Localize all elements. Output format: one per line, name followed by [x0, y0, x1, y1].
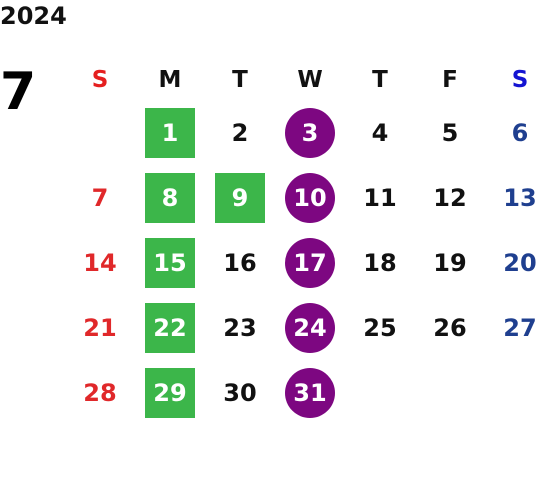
day-number-circle-highlight: 31	[285, 367, 335, 418]
month-number: 7	[0, 62, 37, 122]
day-cell[interactable]: 27	[485, 295, 548, 360]
day-cell[interactable]: 21	[65, 295, 135, 360]
day-cell[interactable]: 12	[415, 165, 485, 230]
day-cell[interactable]: 13	[485, 165, 548, 230]
weekday-header-sunday: S	[91, 67, 109, 93]
day-number-square-highlight: 29	[145, 367, 195, 418]
day-number: 28	[83, 378, 117, 407]
day-cell[interactable]: 6	[485, 100, 548, 165]
day-number-square-highlight: 22	[145, 302, 195, 353]
weekday-header-tuesday: T	[232, 67, 248, 93]
day-cell[interactable]: 26	[415, 295, 485, 360]
day-number: 6	[511, 118, 529, 147]
day-cell[interactable]: 28	[65, 360, 135, 425]
year-label: 2024	[0, 2, 67, 30]
day-cell[interactable]: 2	[205, 100, 275, 165]
day-number: 13	[503, 183, 537, 212]
weekday-header-monday: M	[158, 67, 182, 93]
day-number-circle-highlight: 17	[285, 237, 335, 288]
day-cell[interactable]: 18	[345, 230, 415, 295]
weekday-header-saturday: S	[511, 67, 529, 93]
day-cell[interactable]: 16	[205, 230, 275, 295]
day-number-square-highlight: 15	[145, 237, 195, 288]
weekday-header-thursday: T	[372, 67, 388, 93]
day-cell[interactable]: 1	[135, 100, 205, 165]
day-number-square-highlight: 1	[145, 107, 195, 158]
weekday-header-friday: F	[442, 67, 458, 93]
day-number	[425, 368, 475, 418]
day-number: 25	[363, 313, 397, 342]
day-number	[355, 368, 405, 418]
day-number: 20	[503, 248, 537, 277]
day-number: 11	[363, 183, 397, 212]
empty-day-cell	[65, 100, 135, 165]
day-number: 26	[433, 313, 467, 342]
day-number-circle-highlight: 24	[285, 302, 335, 353]
day-cell[interactable]: 30	[205, 360, 275, 425]
day-cell[interactable]: 11	[345, 165, 415, 230]
day-number: 18	[363, 248, 397, 277]
day-number: 23	[223, 313, 257, 342]
day-number-square-highlight: 8	[145, 172, 195, 223]
weekday-header-wednesday: W	[297, 67, 323, 93]
day-cell[interactable]: 4	[345, 100, 415, 165]
day-cell[interactable]: 3	[275, 100, 345, 165]
day-cell[interactable]: 14	[65, 230, 135, 295]
empty-day-cell	[485, 360, 548, 425]
day-number: 12	[433, 183, 467, 212]
day-cell[interactable]: 9	[205, 165, 275, 230]
day-cell[interactable]: 19	[415, 230, 485, 295]
day-number: 19	[433, 248, 467, 277]
day-number: 4	[371, 118, 389, 147]
day-number: 14	[83, 248, 117, 277]
day-number: 2	[231, 118, 249, 147]
day-cell[interactable]: 25	[345, 295, 415, 360]
day-cell[interactable]: 5	[415, 100, 485, 165]
day-number: 30	[223, 378, 257, 407]
day-cell[interactable]: 8	[135, 165, 205, 230]
day-number: 16	[223, 248, 257, 277]
day-number	[495, 368, 545, 418]
day-cell[interactable]: 22	[135, 295, 205, 360]
day-cell[interactable]: 24	[275, 295, 345, 360]
day-number-circle-highlight: 3	[285, 107, 335, 158]
day-cell[interactable]: 17	[275, 230, 345, 295]
day-number-square-highlight: 9	[215, 172, 265, 223]
day-cell[interactable]: 29	[135, 360, 205, 425]
day-number: 21	[83, 313, 117, 342]
day-cell[interactable]: 15	[135, 230, 205, 295]
day-cell[interactable]: 7	[65, 165, 135, 230]
day-cell[interactable]: 10	[275, 165, 345, 230]
day-cell[interactable]: 23	[205, 295, 275, 360]
day-number-circle-highlight: 10	[285, 172, 335, 223]
day-number: 7	[91, 183, 109, 212]
day-number: 5	[441, 118, 459, 147]
empty-day-cell	[345, 360, 415, 425]
day-cell[interactable]: 20	[485, 230, 548, 295]
day-number	[75, 108, 125, 158]
day-number: 27	[503, 313, 537, 342]
day-cell[interactable]: 31	[275, 360, 345, 425]
empty-day-cell	[415, 360, 485, 425]
